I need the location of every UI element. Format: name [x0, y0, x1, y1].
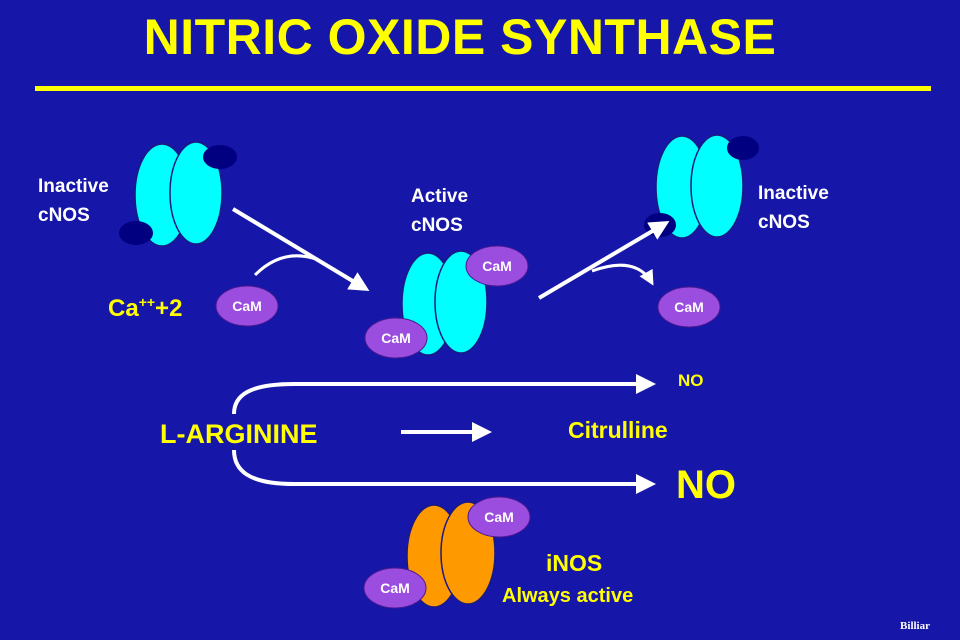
calcium-symbol: Ca [108, 295, 139, 322]
label-line: cNOS [38, 205, 90, 226]
inactive-cnos-left-label: Inactive cNOS [38, 172, 109, 230]
calmodulin-active-top: CaM [465, 245, 529, 287]
calmodulin-binding-curve [253, 254, 317, 277]
always-active-label: Always active [502, 585, 634, 607]
activation-arrow [231, 207, 370, 292]
inactive-cnos-left-enzyme [119, 141, 237, 247]
arginine-upper-curve [232, 382, 295, 415]
credit-text: Billiar [900, 620, 930, 632]
calcium-count: +2 [155, 295, 183, 322]
label-line: cNOS [758, 212, 810, 233]
calcium-label: Ca+++2 [108, 294, 182, 323]
cam-label: CaM [674, 299, 704, 315]
label-line: Active [411, 186, 469, 207]
binding-site-top [727, 136, 759, 160]
calmodulin-free-left: CaM [215, 285, 279, 327]
label-line: cNOS [411, 215, 463, 236]
binding-site-bottom [119, 221, 153, 245]
cam-label: CaM [380, 580, 410, 596]
cam-label: CaM [381, 330, 411, 346]
slide-title: NITRIC OXIDE SYNTHASE [143, 9, 777, 65]
label-line: Inactive [38, 176, 109, 197]
active-cnos-label: Active cNOS [411, 182, 468, 240]
inactivation-arrow [537, 220, 670, 300]
inactive-cnos-right-label: Inactive cNOS [758, 179, 829, 237]
label-line: Inactive [758, 183, 829, 204]
calmodulin-active-bottom: CaM [364, 317, 428, 359]
arginine-lower-curve [232, 449, 295, 486]
no-small-label: NO [678, 371, 704, 390]
cam-label: CaM [484, 509, 514, 525]
calcium-charge: ++ [138, 294, 156, 310]
l-arginine-label: L-ARGININE [160, 419, 318, 449]
inactive-cnos-right-enzyme [644, 134, 759, 239]
calmodulin-release-curve [591, 263, 654, 286]
binding-site-top [203, 145, 237, 169]
cam-label: CaM [232, 298, 262, 314]
no-large-label: NO [676, 463, 736, 507]
inos-label: iNOS [546, 550, 603, 576]
title-underline [35, 86, 931, 91]
calmodulin-inos-top: CaM [467, 496, 531, 538]
calmodulin-free-right: CaM [657, 286, 721, 328]
citrulline-label: Citrulline [568, 417, 668, 443]
calmodulin-inos-bottom: CaM [363, 567, 427, 609]
cam-label: CaM [482, 258, 512, 274]
